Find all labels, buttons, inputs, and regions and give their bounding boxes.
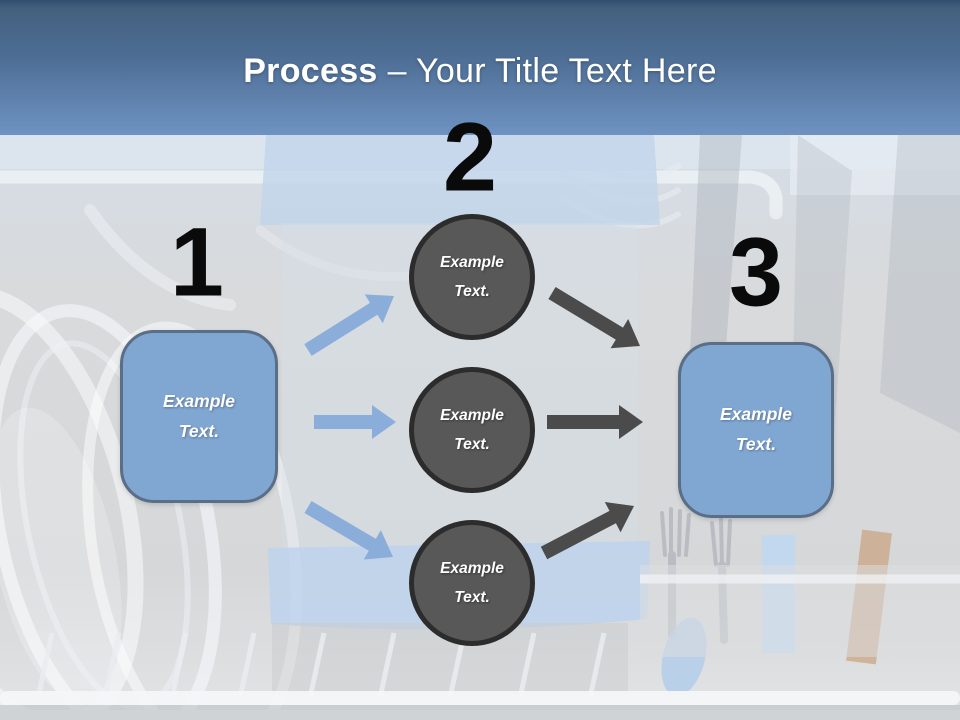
step2-circle-3: Example Text. [409,520,535,646]
step2-circle-1-label: Example Text. [440,253,504,300]
title-rest: – Your Title Text Here [387,52,717,90]
photo-top-rack-tube [0,170,783,311]
step3-box: Example Text. [678,342,834,518]
step2-circle-1: Example Text. [409,214,535,340]
title-banner: Process– Your Title Text Here [0,0,960,135]
step2-circle-3-label: Example Text. [440,559,504,606]
step2-circle-2-label: Example Text. [440,406,504,453]
slide-title: Process– Your Title Text Here [0,52,960,91]
step2-circle-2: Example Text. [409,367,535,493]
step1-box: Example Text. [120,330,278,503]
photo-bottom-rack [0,632,960,720]
step-number-3: 3 [729,217,783,327]
step1-label: Example Text. [163,390,235,441]
step3-label: Example Text. [720,404,792,454]
step-number-1: 1 [170,207,224,317]
step-number-2: 2 [443,102,497,212]
title-keyword: Process [243,52,378,90]
